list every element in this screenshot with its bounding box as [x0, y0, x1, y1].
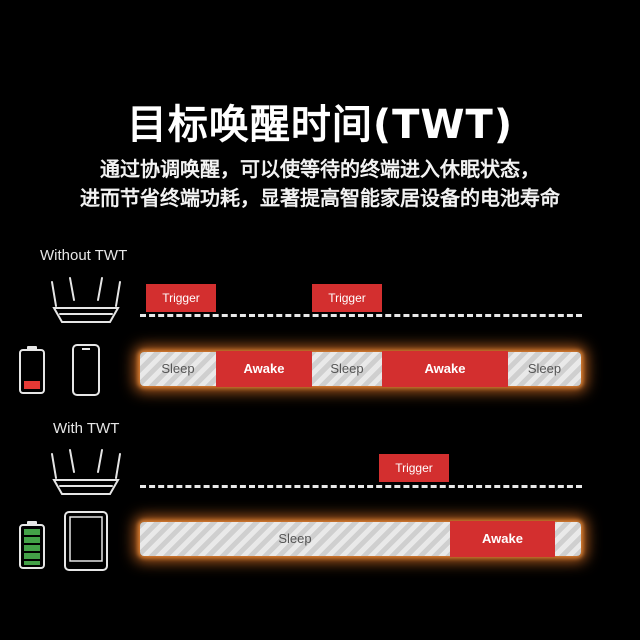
timeline-without-twt — [140, 314, 582, 317]
without-twt-label: Without TWT — [40, 247, 128, 264]
trigger-3: Trigger — [379, 454, 449, 482]
timeline-with-twt — [140, 485, 582, 488]
with-twt-label: With TWT — [53, 420, 120, 437]
sleep-awake-bar-without-twt: Sleep Awake Sleep Awake Sleep — [140, 351, 581, 387]
subtitle-line-2: 进而节省终端功耗，显著提高智能家居设备的电池寿命 — [80, 186, 560, 210]
battery-full-icon — [19, 521, 45, 569]
awake-segment: Awake — [216, 351, 312, 387]
page-title: 目标唤醒时间(TWT) — [126, 102, 514, 148]
tablet-icon — [64, 511, 108, 571]
subtitle-line-1: 通过协调唤醒，可以使等待的终端进入休眠状态， — [100, 157, 540, 181]
phone-icon — [72, 344, 100, 396]
awake-segment: Awake — [450, 521, 555, 557]
sleep-segment: Sleep — [527, 361, 562, 376]
battery-low-icon — [19, 346, 45, 394]
router-icon — [51, 277, 121, 323]
router-icon — [51, 449, 121, 495]
trigger-2: Trigger — [312, 284, 382, 312]
sleep-segment: Sleep — [161, 361, 195, 376]
sleep-awake-bar-with-twt: Sleep Awake — [140, 521, 581, 557]
sleep-segment: Sleep — [278, 531, 312, 546]
trigger-1: Trigger — [146, 284, 216, 312]
awake-segment: Awake — [382, 351, 508, 387]
sleep-segment: Sleep — [330, 361, 364, 376]
